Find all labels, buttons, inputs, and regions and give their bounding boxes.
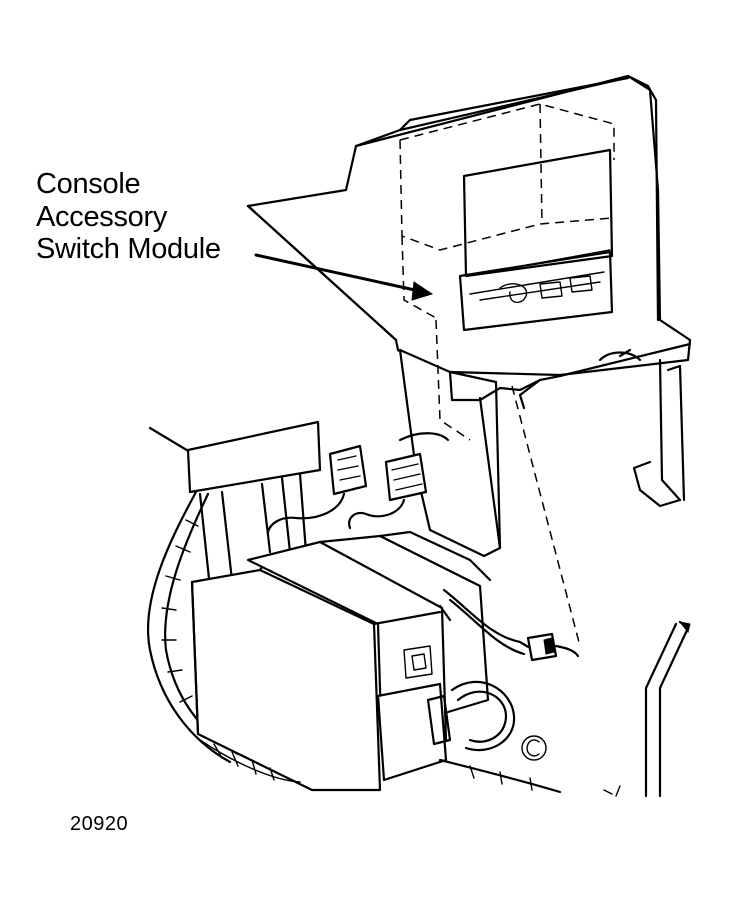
lower-bracket <box>376 680 562 794</box>
callout-label: Console Accessory Switch Module <box>36 168 221 266</box>
wiring-connectors <box>266 432 450 534</box>
console-housing <box>246 74 692 377</box>
callout-leader-arrow <box>254 253 434 301</box>
shift-lever-rod <box>603 620 691 798</box>
callout-line-2: Accessory <box>36 200 168 233</box>
callout-line-1: Console <box>36 168 141 200</box>
figure-number: 20920 <box>70 813 129 835</box>
harness-plug <box>442 588 580 662</box>
callout-line-3: Switch Module <box>36 233 221 265</box>
